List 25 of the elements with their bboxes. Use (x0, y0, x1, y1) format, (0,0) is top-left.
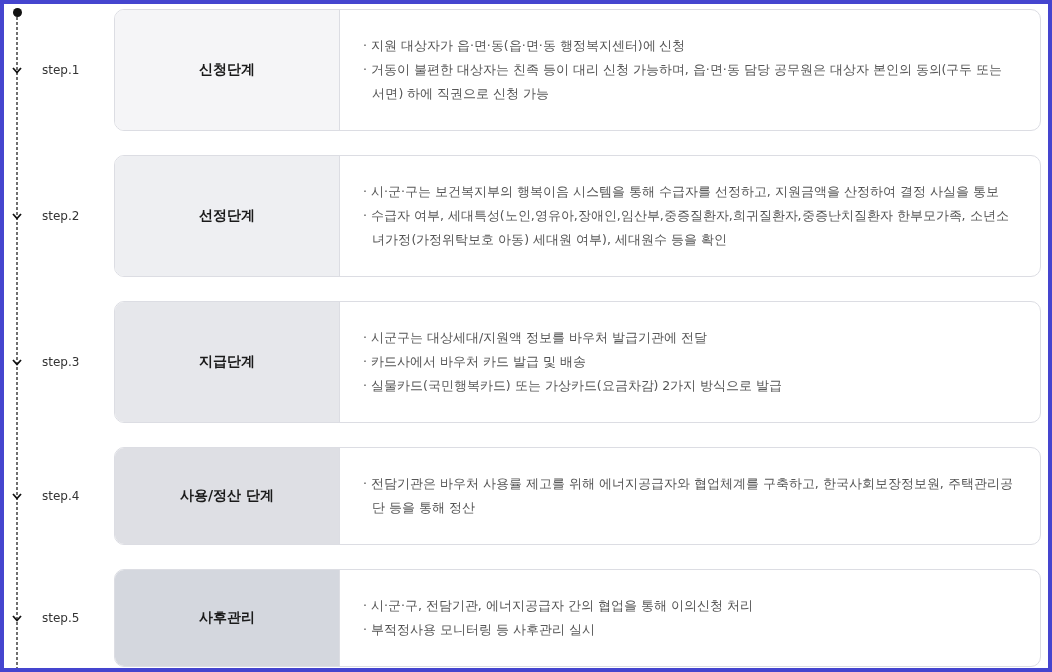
step-label: step.4 (42, 488, 80, 504)
step-card (114, 447, 1041, 545)
step-label: step.2 (42, 208, 80, 224)
bullet-text: · 시·군·구, 전담기관, 에너지공급자 간의 협업을 통해 이의신청 처리 (363, 597, 753, 615)
bullet-text: · 카드사에서 바우처 카드 발급 및 배송 (363, 353, 586, 371)
step-card (114, 155, 1041, 277)
stage-title: 신청단계 (199, 61, 255, 79)
bullet-text: · 지원 대상자가 읍·면·동(읍·면·동 행정복지센터)에 신청 (363, 37, 686, 55)
stage-title: 사후관리 (199, 609, 255, 627)
bullet-text: · 부적정사용 모니터링 등 사후관리 실시 (363, 621, 595, 639)
bullet-text: · 거동이 불편한 대상자는 친족 등이 대리 신청 가능하며, 읍·면·동 담당 공무원은 대상자 본인의 동의(구두 또는 서면) 하에 직권으로 신청 가능 (363, 61, 1004, 103)
bullet-text: · 실물카드(국민행복카드) 또는 가상카드(요금차감) 2가지 방식으로 발급 (363, 377, 783, 395)
stage-title: 사용/정산 단계 (180, 487, 274, 505)
bullet-text: · 시·군·구는 보건복지부의 행복이음 시스템을 통해 수급자를 선정하고, 지원금액을 산정하여 결정 사실을 통보 (363, 183, 999, 201)
bullet-text: · 수급자 여부, 세대특성(노인,영유아,장애인,임산부,중증질환자,희귀질환자,중증난치질환자 한부모가족, 소년소녀가정(가정위탁보호 아동) 세대원 여부), 세대원수 등을 확인 (363, 207, 1010, 249)
step-label: step.3 (42, 354, 80, 370)
step-label: step.5 (42, 610, 80, 626)
step-card (114, 9, 1041, 131)
step-card (114, 301, 1041, 423)
step-label: step.1 (42, 62, 80, 78)
stage-title: 지급단계 (199, 353, 255, 371)
bullet-text: · 시군구는 대상세대/지원액 정보를 바우처 발급기관에 전달 (363, 329, 708, 347)
bullet-text: · 전담기관은 바우처 사용률 제고를 위해 에너지공급자와 협업체계를 구축하고, 한국사회보장정보원, 주택관리공단 등을 통해 정산 (363, 475, 1014, 517)
stage-title: 선정단계 (199, 207, 255, 225)
step-card (114, 569, 1041, 667)
